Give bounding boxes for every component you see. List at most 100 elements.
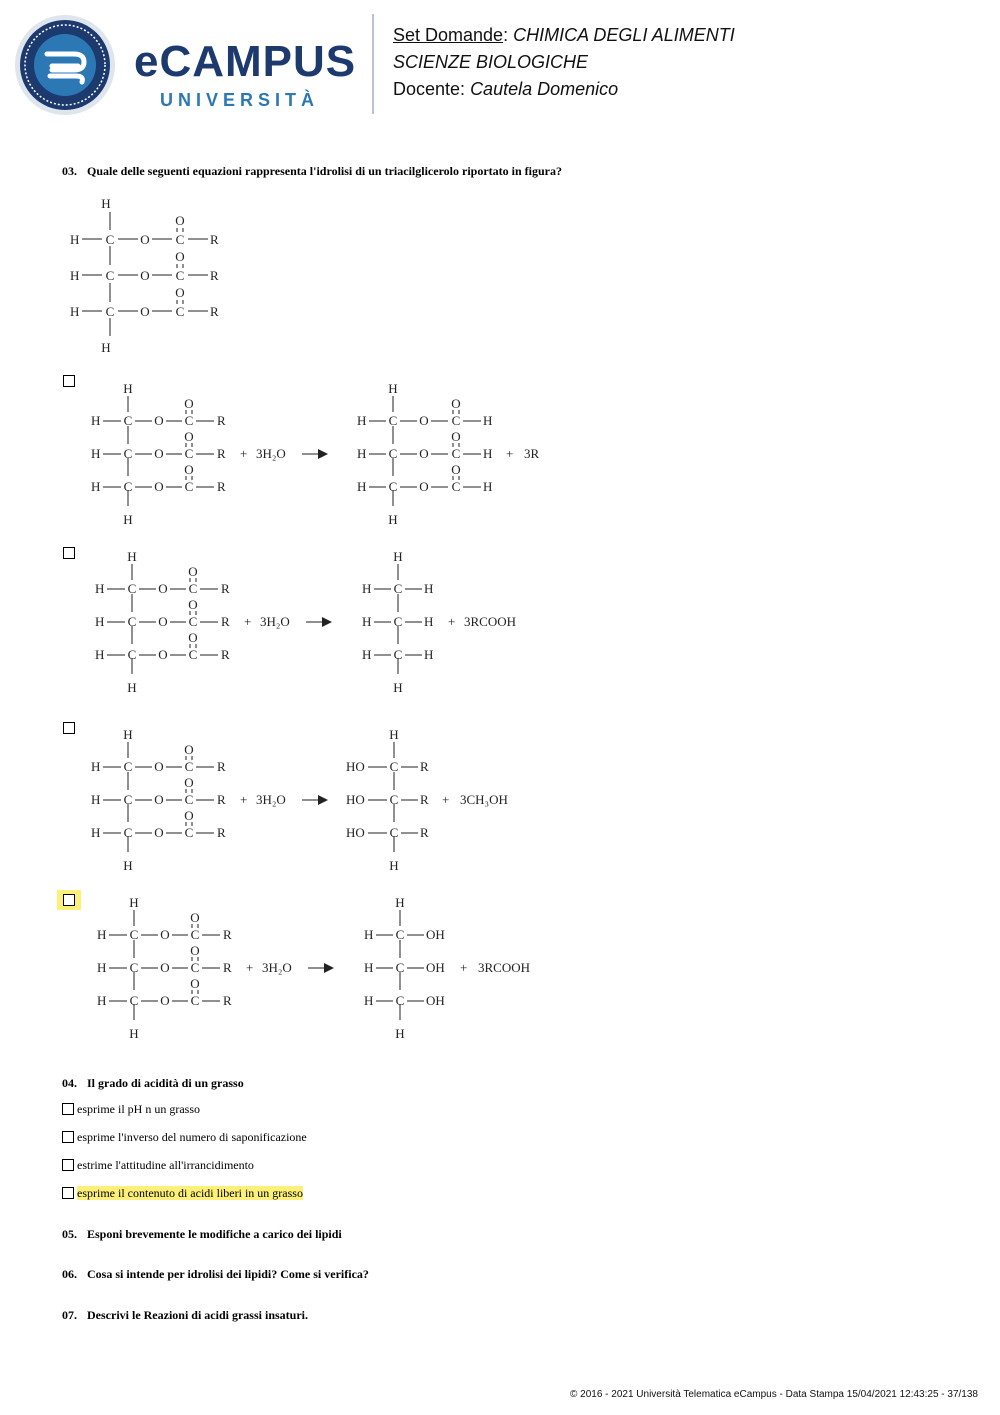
svg-text:C: C	[394, 647, 403, 662]
question-number: 06.	[62, 1267, 77, 1281]
svg-text:H: H	[70, 232, 79, 247]
svg-text:C: C	[130, 927, 139, 942]
svg-text:R: R	[221, 581, 230, 596]
svg-text:C: C	[128, 581, 137, 596]
svg-text:C: C	[106, 304, 115, 319]
teacher-label: Docente:	[393, 79, 466, 99]
svg-text:H: H	[395, 1026, 404, 1041]
svg-text:O: O	[188, 564, 197, 579]
q03-option-2-checkbox[interactable]	[63, 547, 75, 559]
svg-text:C: C	[390, 825, 399, 840]
q04-option-4[interactable]: esprime il contenuto di acidi liberi in …	[62, 1185, 303, 1201]
product-group: R	[420, 825, 429, 840]
ecampus-wordmark: eCAMPUS	[134, 37, 357, 86]
svg-text:C: C	[396, 960, 405, 975]
svg-text:C: C	[124, 479, 133, 494]
svg-text:H: H	[129, 895, 138, 910]
svg-text:C: C	[191, 960, 200, 975]
q03-option-1-checkbox[interactable]	[63, 375, 75, 387]
svg-text:C: C	[124, 446, 133, 461]
question-04: 04.Il grado di acidità di un grasso	[62, 1076, 244, 1090]
svg-text:O: O	[184, 396, 193, 411]
q04-option-1-checkbox[interactable]	[62, 1103, 74, 1116]
question-text: Quale delle seguenti equazioni rappresen…	[87, 164, 562, 178]
svg-text:C: C	[185, 825, 194, 840]
svg-text:O: O	[158, 581, 167, 596]
svg-text:C: C	[185, 479, 194, 494]
water-reagent: 3H₂O	[256, 792, 286, 807]
universita-wordmark: UNIVERSITÀ	[160, 90, 320, 110]
q04-option-3[interactable]: estrime l'attitudine all'irrancidimento	[62, 1157, 254, 1173]
q03-option-3-checkbox[interactable]	[63, 722, 75, 734]
svg-text:R: R	[217, 446, 226, 461]
svg-text:O: O	[184, 462, 193, 477]
q04-option-2-checkbox[interactable]	[62, 1131, 74, 1144]
q04-option-4-checkbox[interactable]	[62, 1187, 74, 1200]
svg-text:O: O	[154, 479, 163, 494]
svg-text:C: C	[390, 759, 399, 774]
svg-text:H: H	[70, 304, 79, 319]
plus-sign: +	[240, 446, 247, 461]
q04-option-1[interactable]: esprime il pH n un grasso	[62, 1101, 200, 1117]
teacher-name: Cautela Domenico	[470, 79, 619, 99]
product-group: H	[424, 581, 433, 596]
svg-text:O: O	[188, 630, 197, 645]
q04-option-3-checkbox[interactable]	[62, 1159, 74, 1172]
plus-sign: +	[240, 792, 247, 807]
svg-text:O: O	[154, 413, 163, 428]
svg-text:C: C	[176, 268, 185, 283]
svg-text:C: C	[452, 479, 461, 494]
svg-text:R: R	[217, 792, 226, 807]
svg-text:H: H	[91, 792, 100, 807]
svg-text:C: C	[130, 960, 139, 975]
svg-text:C: C	[452, 446, 461, 461]
svg-text:C: C	[124, 792, 133, 807]
svg-text:C: C	[185, 792, 194, 807]
svg-text:H: H	[97, 960, 106, 975]
svg-text:C: C	[106, 268, 115, 283]
page-footer: © 2016 - 2021 Università Telematica eCam…	[570, 1389, 978, 1400]
svg-text:C: C	[189, 614, 198, 629]
svg-text:C: C	[130, 993, 139, 1008]
svg-text:H: H	[395, 895, 404, 910]
svg-text:H: H	[357, 446, 366, 461]
svg-text:C: C	[128, 647, 137, 662]
svg-text:C: C	[394, 581, 403, 596]
svg-text:C: C	[390, 792, 399, 807]
svg-text:O: O	[154, 825, 163, 840]
svg-text:C: C	[185, 413, 194, 428]
svg-text:R: R	[223, 960, 232, 975]
plus-sign: +	[442, 792, 449, 807]
product-group: H	[483, 479, 492, 494]
water-reagent: 3H₂O	[260, 614, 290, 629]
svg-text:H: H	[123, 381, 132, 396]
svg-text:C: C	[394, 614, 403, 629]
svg-text:H: H	[389, 727, 398, 742]
svg-text:O: O	[154, 792, 163, 807]
faculty-name: SCIENZE BIOLOGICHE	[393, 52, 589, 72]
product-group: H	[424, 614, 433, 629]
reaction-arrow	[302, 449, 328, 459]
question-06: 06.Cosa si intende per idrolisi dei lipi…	[62, 1267, 369, 1281]
svg-text:R: R	[210, 268, 219, 283]
svg-text:O: O	[158, 647, 167, 662]
svg-text:H: H	[123, 727, 132, 742]
svg-text:O: O	[419, 479, 428, 494]
q03-option-4-checkbox[interactable]	[63, 894, 75, 906]
svg-text:O: O	[140, 304, 149, 319]
q04-option-2[interactable]: esprime l'inverso del numero di saponifi…	[62, 1129, 307, 1145]
svg-text:C: C	[185, 759, 194, 774]
svg-text:C: C	[124, 413, 133, 428]
product-group: OH	[426, 927, 445, 942]
svg-text:H: H	[357, 413, 366, 428]
svg-text:H: H	[70, 268, 79, 283]
svg-text:C: C	[185, 446, 194, 461]
teacher-line: Docente: Cautela Domenico	[393, 76, 735, 103]
question-05: 05.Esponi brevemente le modifiche a cari…	[62, 1227, 342, 1241]
